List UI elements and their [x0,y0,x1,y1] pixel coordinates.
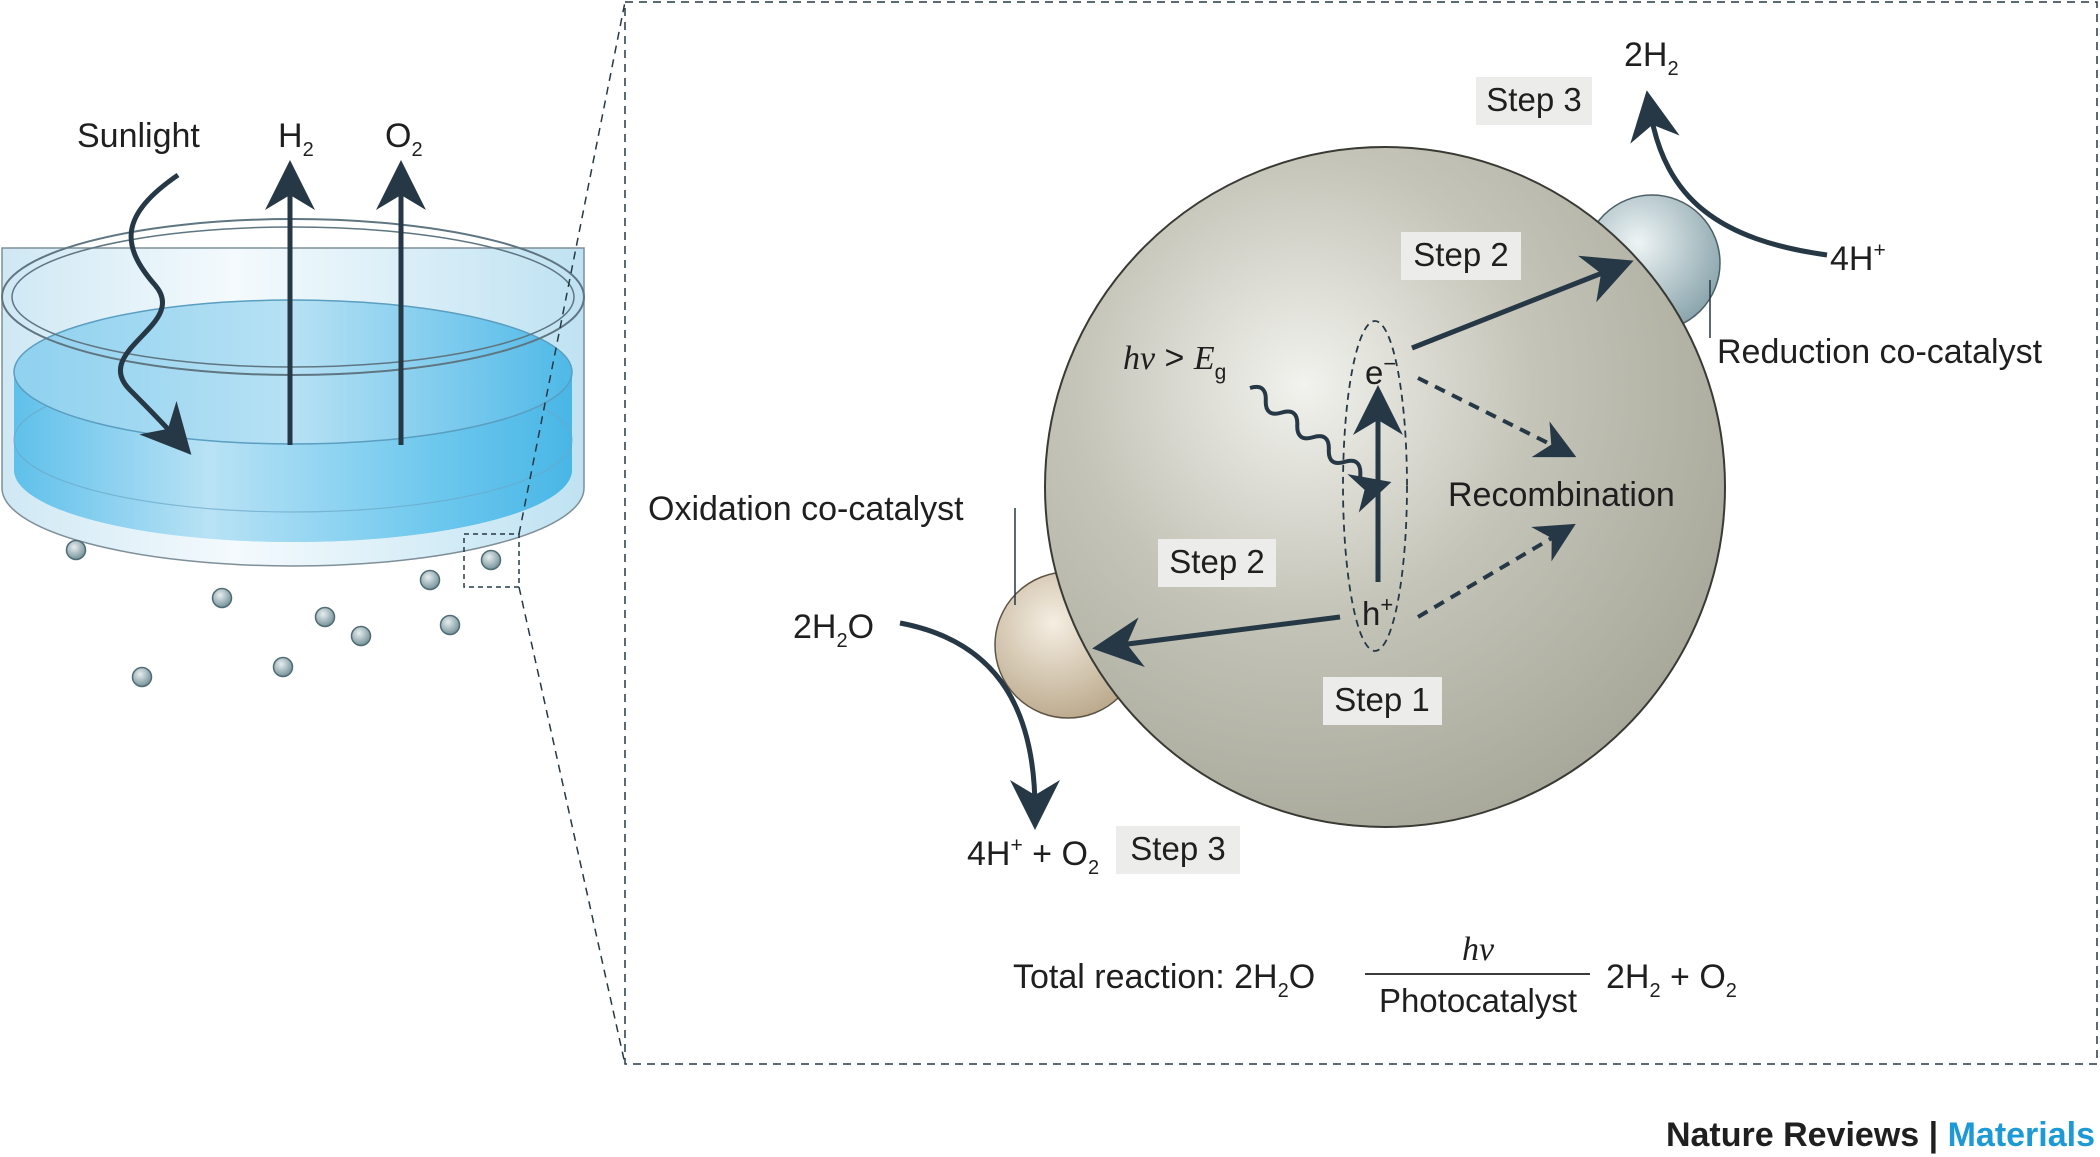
electron-label: e− [1365,351,1396,391]
step2-left-label: Step 2 [1169,543,1264,580]
water-side [14,372,572,542]
step3-top-box [1476,77,1592,125]
beaker-rim-outer [1,218,585,376]
hole-transfer-arrow [1092,614,1341,668]
step2-top-label: Step 2 [1413,236,1508,273]
particle-bead [350,625,372,647]
oxidation-cocatalyst-label: Oxidation co-catalyst [648,490,964,528]
beaker-rim-inner [11,226,575,368]
recombination-arrow-hole [1416,523,1576,619]
particles-in-water [65,539,502,688]
electron-transfer-arrow [1411,255,1634,351]
sunlight-label: Sunlight [77,117,200,155]
recombination-label: Recombination [1448,476,1675,514]
zoom-panel-frame [624,1,2098,1065]
particle-bead [272,656,294,678]
sunlight-wave-arrow [118,172,192,455]
zoom-line-bottom [518,586,626,1065]
photon-wave-arrow [1249,384,1392,513]
particle-bead [65,539,87,561]
step1-label: Step 1 [1334,681,1429,718]
particle-bead [480,549,502,571]
water-reactant-label: 2H2O [793,608,874,652]
step2-left-box [1158,539,1276,587]
exciton-ellipse [1342,320,1408,652]
total-reaction-hv: hν [1462,931,1495,968]
photon-energy-label: hν > Eg [1123,339,1226,384]
step3-bottom-label: Step 3 [1130,830,1225,867]
total-reaction-catalyst: Photocatalyst [1379,982,1577,1019]
step1-box [1323,677,1442,725]
beaker [1,218,585,688]
zoom-region [463,533,520,588]
beaker-o2-label: O2 [385,117,423,161]
total-reaction-products: 2H2 + O2 [1606,958,1737,1002]
proton-reactant-label: 4H+ [1830,239,1886,278]
zoom-line-top [518,1,626,535]
hole-label: h+ [1362,592,1393,632]
beaker-h2-label: H2 [278,117,314,161]
particle-bead [314,606,336,628]
o2-product-label: 4H+ + O2 [967,834,1099,879]
step3-bottom-box [1116,826,1240,874]
journal-branding: Nature Reviews | Materials [1666,1116,2095,1154]
o2-evolution-arrow [899,620,1060,830]
total-reaction-reactants: Total reaction: 2H2O [1013,958,1315,1002]
reduction-cocatalyst-label: Reduction co-catalyst [1717,333,2043,371]
h2-evolution-arrow [1630,90,1828,258]
step3-top-label: Step 3 [1486,81,1581,118]
total-reaction: Total reaction: 2H2O hν Photocatalyst 2H… [1013,931,1737,1019]
particle-bead [131,666,153,688]
particle-bead [211,587,233,609]
step2-top-box [1401,232,1521,280]
h2-product-label: 2H2 [1624,36,1679,80]
water-surface [13,299,573,445]
recombination-arrow-electron [1417,376,1577,458]
particle-bead [439,614,461,636]
particle-bead [419,569,441,591]
